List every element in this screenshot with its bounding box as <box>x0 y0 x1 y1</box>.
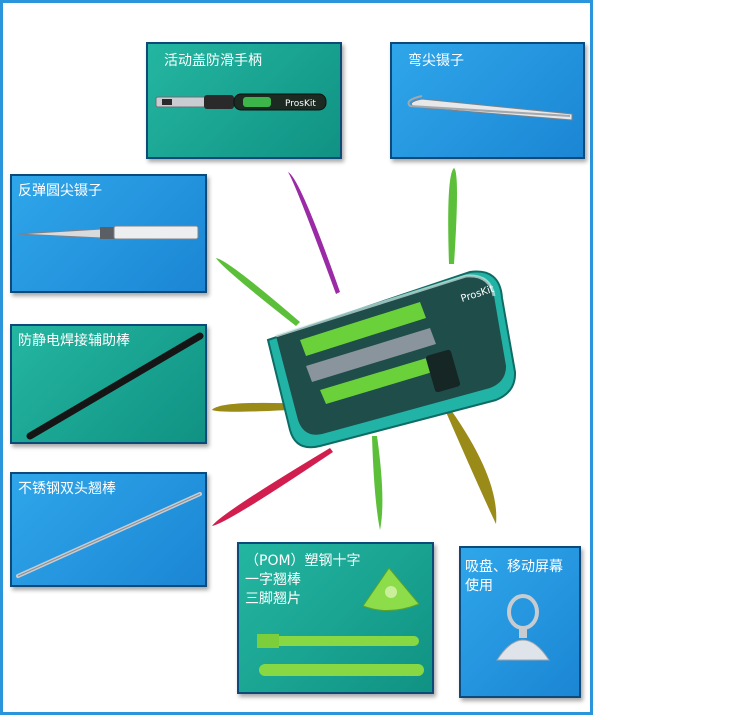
spoke-green-left <box>216 258 300 326</box>
bent-tweezers-panel: 弯尖镊子 <box>390 42 585 159</box>
pom-tools-image <box>257 567 424 676</box>
reverse-tweezers-image <box>17 225 199 240</box>
steel-pry-panel: 不锈钢双头翘棒 <box>10 472 207 587</box>
pom-tools-panel: （POM）塑钢十字 一字翘棒 三脚翘片 <box>237 542 434 694</box>
bent-tweezers-image <box>407 95 573 121</box>
steel-pry-label: 不锈钢双头翘棒 <box>18 481 116 497</box>
suction-cup-label: 吸盘、移动屏幕 使用 <box>465 559 563 594</box>
antistatic-stick-label: 防静电焊接辅助棒 <box>18 333 130 349</box>
reverse-tweezers-label: 反弹圆尖镊子 <box>18 183 102 199</box>
spoke-green-top <box>448 168 457 264</box>
handle-brand-text: ProsKit <box>285 99 316 109</box>
screwdriver-handle-image: ProsKit <box>155 93 327 111</box>
reverse-tweezers-panel: 反弹圆尖镊子 <box>10 174 207 293</box>
spoke-red <box>212 448 333 526</box>
tool-case: ProsKit <box>266 270 517 449</box>
antistatic-stick-image <box>26 332 204 440</box>
spoke-olive-left <box>212 402 306 412</box>
spoke-green-bottom <box>372 436 383 530</box>
suction-cup-panel: 吸盘、移动屏幕 使用 <box>459 546 581 698</box>
bent-tweezers-label: 弯尖镊子 <box>408 53 464 69</box>
steel-pry-image <box>16 492 202 578</box>
spoke-purple <box>288 172 340 294</box>
pom-tools-label: （POM）塑钢十字 一字翘棒 三脚翘片 <box>245 553 361 607</box>
handle-panel: 活动盖防滑手柄 ProsKit <box>146 42 342 159</box>
suction-cup-image <box>496 594 550 661</box>
spoke-olive-right <box>446 410 497 524</box>
handle-label: 活动盖防滑手柄 <box>164 53 262 69</box>
antistatic-stick-panel: 防静电焊接辅助棒 <box>10 324 207 444</box>
